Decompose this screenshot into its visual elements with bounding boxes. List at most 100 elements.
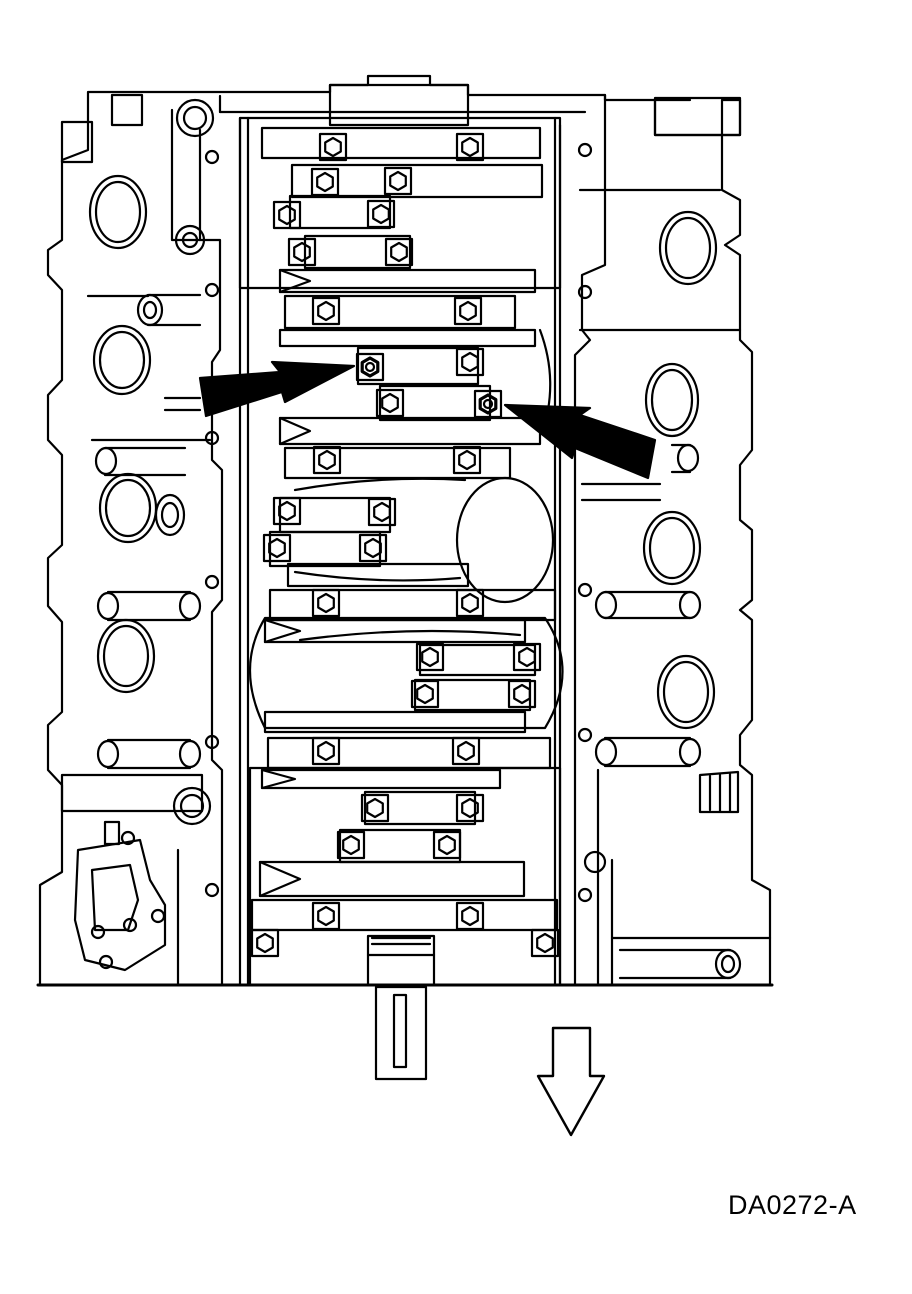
left-inner-wall <box>170 108 224 987</box>
bolt <box>312 445 342 475</box>
bolt <box>375 388 405 418</box>
right-bottom-pipe <box>618 948 732 980</box>
left-port-1 <box>88 174 148 250</box>
right-coolant-ports <box>642 210 718 730</box>
bolt <box>455 588 485 618</box>
bolt-pad <box>262 533 292 563</box>
bolt-pad <box>455 347 485 377</box>
bolt <box>310 167 340 197</box>
top-left-ear <box>60 120 94 164</box>
bolt-pad <box>311 901 341 931</box>
bolt-pad <box>250 928 280 958</box>
crank-counterweights <box>249 328 564 730</box>
left-boss-top-inner <box>182 105 208 131</box>
left-boss-bottom-inner <box>179 793 205 819</box>
bolt-hex-head <box>478 393 498 415</box>
bolt <box>272 496 302 526</box>
bolt-hex-head <box>317 905 335 927</box>
left-boss-upper-inner <box>181 231 199 249</box>
left-stub-1 <box>146 293 202 327</box>
strap-6 <box>278 416 542 446</box>
bolt-pad <box>452 445 482 475</box>
bolt-pad <box>453 296 483 326</box>
top-right-flange <box>653 96 742 137</box>
bolt-pad <box>455 901 485 931</box>
crank-key-block <box>374 985 428 1081</box>
left-lower-tube <box>60 773 204 813</box>
left-stub-1-end <box>136 293 164 327</box>
right-small-hole-2 <box>577 284 593 300</box>
bolt-hex-head <box>461 351 479 373</box>
top-left-boss <box>110 93 144 127</box>
bolt-hex-head <box>421 646 439 668</box>
bolt-pad <box>432 830 462 860</box>
sensor-hole-d <box>98 954 114 970</box>
right-callout-arrow <box>503 403 657 480</box>
strap-1 <box>260 126 542 160</box>
right-stub-1-end-b <box>678 590 702 620</box>
cap-5 <box>363 790 477 826</box>
crank-output <box>366 934 436 1081</box>
right-small-hole-7 <box>577 887 593 903</box>
right-small-hole-1 <box>577 142 593 158</box>
bolt-hex-head <box>318 449 336 471</box>
left-coolant-ports <box>88 174 186 694</box>
left-boss-upper <box>174 224 206 256</box>
bolt-hex-center <box>482 398 494 410</box>
left-port-2 <box>92 324 152 396</box>
strap-11 <box>263 710 527 734</box>
crank-snout <box>366 934 436 987</box>
bolt <box>453 296 483 326</box>
bolt-hex-head <box>293 241 311 263</box>
strap-5 <box>278 328 537 348</box>
bolt-hex-head <box>458 449 476 471</box>
left-sensor-housing <box>73 820 167 972</box>
bolt-hex-head <box>372 203 390 225</box>
left-small-hole-2 <box>204 282 220 298</box>
bolt <box>452 445 482 475</box>
strap-4 <box>283 294 517 330</box>
right-port-2 <box>644 362 700 438</box>
top-center-boss <box>328 83 470 127</box>
bolt-hex-head <box>518 646 536 668</box>
bolt-hex-head <box>461 136 479 158</box>
sensor-plug <box>103 820 121 846</box>
strap-8 <box>286 562 470 588</box>
right-gallery-lines <box>578 188 772 940</box>
bolt-hex-head <box>373 501 391 523</box>
bolt-pad <box>367 497 397 527</box>
right-bolt-bosses <box>577 142 607 903</box>
bolt-pad <box>310 167 340 197</box>
left-port-1-inner <box>94 180 142 244</box>
bolt-hex-head <box>364 537 382 559</box>
strap-3-wedge <box>278 268 312 294</box>
bolt-pad <box>410 679 440 709</box>
strap-10-wedge <box>263 618 302 644</box>
right-port-1-inner <box>664 216 712 280</box>
bolt <box>311 736 341 766</box>
left-stub-2 <box>103 446 187 477</box>
bolt-hex-head <box>389 170 407 192</box>
strap-7 <box>283 446 512 480</box>
right-stub-2-end <box>594 737 618 767</box>
bolt <box>507 679 537 709</box>
bolt-hex-head <box>461 905 479 927</box>
right-port-4 <box>656 654 716 730</box>
counterweight-1 <box>455 476 555 604</box>
bolt-pad <box>355 352 385 382</box>
bolt-hex-head <box>317 592 335 614</box>
bolt-hex-head <box>342 834 360 856</box>
bolt-hex-head <box>513 683 531 705</box>
bolt-hex-head <box>317 300 335 322</box>
counterweight-1-arc <box>538 328 552 412</box>
right-small-hole-6 <box>583 850 607 874</box>
left-stub-4-end <box>96 739 120 769</box>
left-boss-bottom <box>172 786 212 826</box>
bolt-pad <box>312 445 342 475</box>
sensor-plug-hole <box>120 830 136 846</box>
left-stub-4 <box>106 738 192 770</box>
bolt-hex-head <box>381 392 399 414</box>
bolt <box>383 166 413 196</box>
left-small-hole-4 <box>204 574 220 590</box>
bearing-cap-straps <box>250 126 559 932</box>
